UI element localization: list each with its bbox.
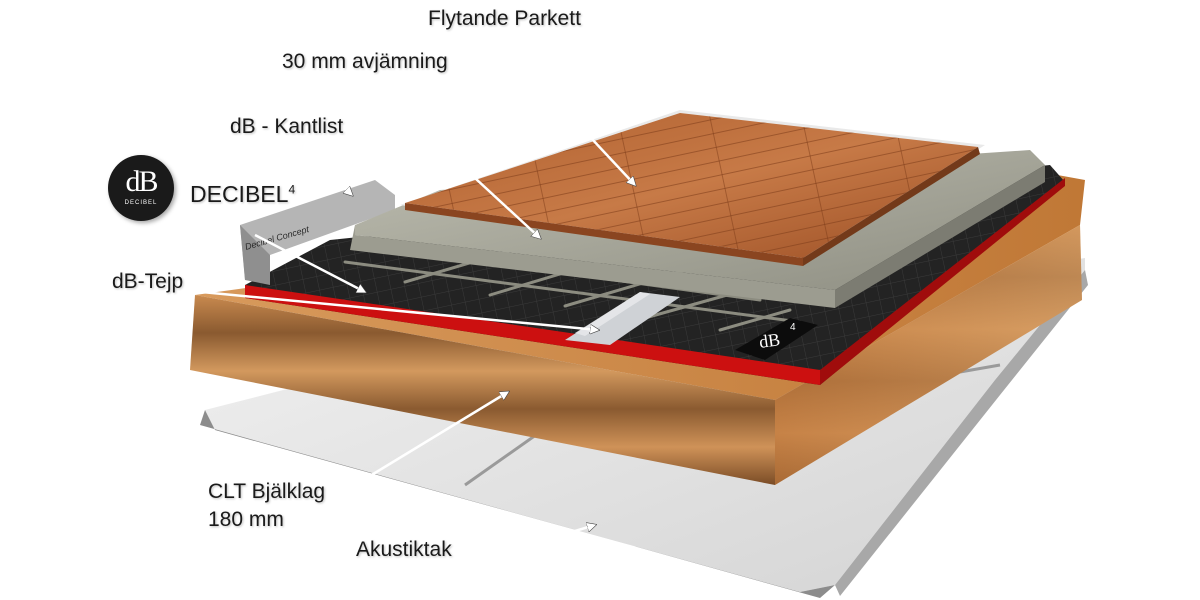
- label-flytande-parkett: Flytande Parkett: [428, 7, 581, 30]
- board-badge-text: dB: [758, 329, 782, 352]
- callout-arrows: [159, 29, 635, 559]
- label-decibel: DECIBEL4: [190, 181, 295, 208]
- decibel-logo: dB DECIBEL: [108, 155, 174, 221]
- logo-monogram: dB: [125, 165, 158, 198]
- arrow-decibel: [254, 233, 365, 292]
- label-avjamning: 30 mm avjämning: [282, 50, 448, 73]
- arrow-avjamning: [384, 94, 540, 238]
- arrow-akustiktak: [487, 525, 595, 559]
- parkett-layer: [400, 110, 985, 266]
- board-badge: dB 4: [735, 318, 818, 360]
- logo-subtext: DECIBEL: [124, 200, 158, 206]
- label-clt-line1: CLT Bjälklag: [208, 480, 326, 503]
- arrow-clt: [359, 392, 508, 484]
- label-clt-line2: 180 mm: [208, 508, 284, 531]
- decibel-superscript: 4: [288, 182, 296, 197]
- arrow-db-tejp: [159, 286, 598, 330]
- decibel-brand-text: DECIBEL: [190, 181, 289, 207]
- label-kantlist: dB - Kantlist: [230, 115, 344, 138]
- arrow-flytande-parkett: [489, 29, 635, 185]
- label-db-tejp: dB-Tejp: [112, 270, 184, 293]
- arrow-kantlist: [309, 154, 352, 195]
- board-badge-superscript: 4: [790, 322, 796, 333]
- label-akustiktak: Akustiktak: [356, 538, 452, 561]
